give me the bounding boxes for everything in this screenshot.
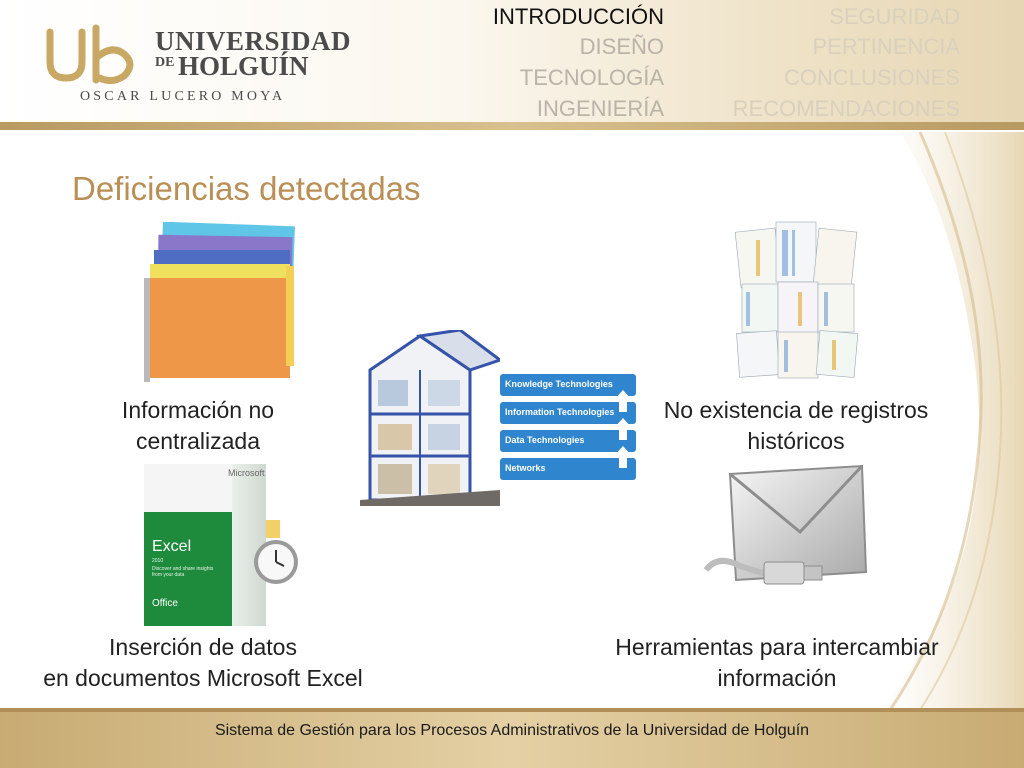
excel-product: Excel — [152, 538, 192, 555]
header-divider — [0, 122, 1024, 130]
layer-data-technologies: Data Technologies — [500, 430, 636, 452]
excel-brand: Microsoft — [228, 468, 265, 478]
logo-holguin-text: HOLGUÍN — [178, 51, 309, 81]
layer-label: Knowledge Technologies — [505, 379, 613, 389]
nav-recomendaciones[interactable]: RECOMENDACIONES — [732, 96, 960, 121]
excel-tagline: Discover and share insights from your da… — [152, 566, 214, 578]
caption-no-existencia-registros: No existencia de registros históricos — [664, 395, 929, 457]
caption-insercion-excel: Inserción de datos en documentos Microso… — [43, 632, 363, 694]
caption-line: No existencia de registros — [663, 397, 929, 423]
nav-conclusiones[interactable]: CONCLUSIONES — [783, 65, 960, 90]
caption-informacion-no-centralizada: Información no centralizada — [122, 395, 274, 457]
caption-line: históricos — [747, 428, 845, 454]
nav-diseno[interactable]: DISEÑO — [579, 34, 664, 59]
excel-box: Microsoft Excel 2010 Discover and share … — [144, 464, 266, 626]
footer-divider — [0, 708, 1024, 712]
spreadsheet-records-icon — [734, 221, 859, 379]
nav-ingenieria[interactable]: INGENIERÍA — [536, 96, 664, 121]
layer-knowledge-technologies: Knowledge Technologies — [500, 374, 636, 396]
clock-icon — [254, 520, 298, 584]
logo-university-text: UNIVERSIDAD — [155, 26, 352, 56]
excel-box-side — [232, 464, 266, 626]
slide-title: Deficiencias detectadas — [72, 170, 421, 207]
folders-icon — [144, 222, 295, 382]
nav-seguridad[interactable]: SEGURIDAD — [829, 4, 960, 29]
layer-networks: Networks — [500, 458, 636, 480]
caption-line: Herramientas para intercambiar — [615, 634, 939, 660]
logo-de-text: DE — [155, 55, 175, 70]
decorative-swoosh — [880, 132, 1024, 710]
building-cutaway-icon — [360, 330, 500, 506]
footer-band — [0, 708, 1024, 768]
footer-text: Sistema de Gestión para los Procesos Adm… — [214, 722, 810, 739]
caption-line: Inserción de datos — [109, 634, 297, 660]
technology-layers: Knowledge Technologies Information Techn… — [500, 374, 636, 480]
nav-tecnologia[interactable]: TECNOLOGÍA — [519, 65, 664, 90]
caption-line: información — [717, 665, 837, 691]
layer-information-technologies: Information Technologies — [500, 402, 636, 424]
caption-line: Información no — [121, 397, 275, 423]
caption-line: centralizada — [135, 428, 261, 454]
logo-subtitle: OSCAR LUCERO MOYA — [80, 89, 286, 104]
layer-label: Data Technologies — [505, 435, 585, 445]
layer-label: Networks — [505, 463, 546, 473]
up-arrows-icon — [614, 390, 632, 468]
office-logo-text: Office — [152, 598, 178, 609]
caption-line: en documentos Microsoft Excel — [43, 665, 363, 691]
caption-herramientas-intercambio: Herramientas para intercambiar informaci… — [615, 632, 938, 694]
excel-year: 2010 — [152, 558, 164, 564]
university-logo-icon — [46, 24, 134, 85]
header-band — [0, 0, 1024, 124]
nav-introduccion[interactable]: INTRODUCCIÓN — [492, 4, 664, 29]
nav-pertinencia[interactable]: PERTINENCIA — [812, 34, 960, 59]
layer-label: Information Technologies — [505, 407, 615, 417]
email-usb-icon — [703, 464, 868, 585]
